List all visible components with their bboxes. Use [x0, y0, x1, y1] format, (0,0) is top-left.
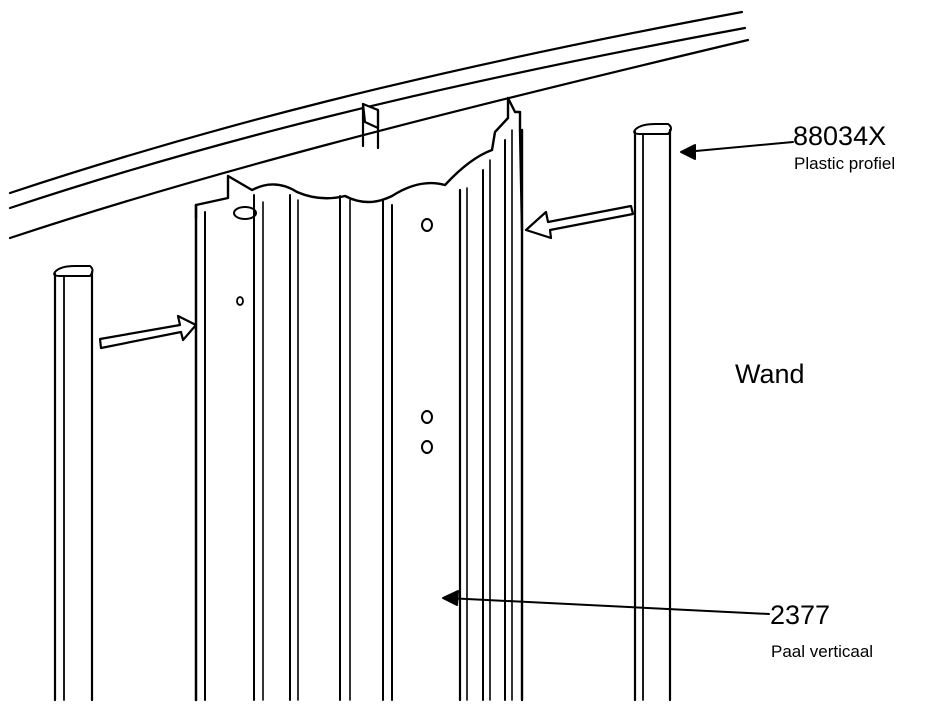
vertical-post [194, 96, 524, 702]
plastic-profile-right [633, 123, 672, 702]
insert-arrow-right [524, 204, 635, 240]
profile-code-label: 88034X [793, 121, 886, 151]
profile-name-label: Plastic profiel [794, 154, 895, 173]
plastic-profile-left [53, 265, 94, 702]
top-rail [8, 10, 750, 240]
post-code-label: 2377 [770, 600, 830, 630]
wall-label: Wand [735, 359, 805, 389]
leader-profile [680, 141, 794, 160]
post-name-label: Paal verticaal [771, 642, 873, 661]
insert-arrow-left [98, 314, 198, 350]
leader-post [442, 590, 770, 615]
